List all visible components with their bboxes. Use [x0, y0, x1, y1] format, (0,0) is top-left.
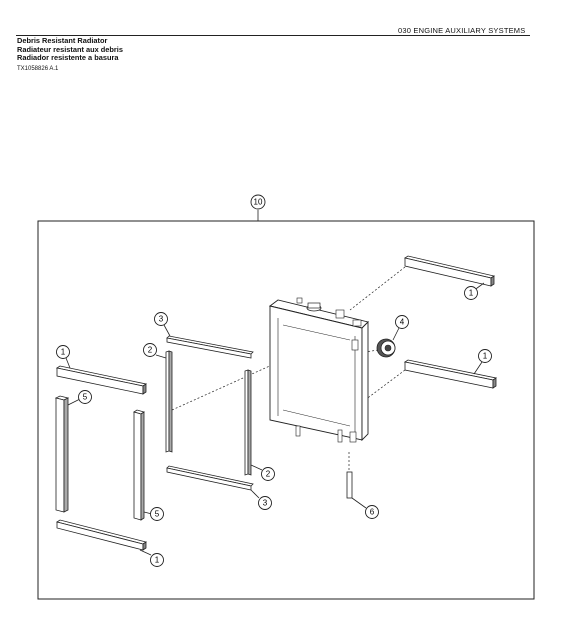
callout-seal-top-right: 1 [464, 286, 478, 300]
callout-seal-left-bottom-label: 1 [155, 556, 160, 565]
strip-top [166, 335, 254, 359]
callout-strip-top-label: 3 [159, 315, 164, 324]
callout-strip-bottom-label: 3 [263, 499, 268, 508]
strip-vertical-left-leader [155, 354, 167, 359]
seal-left-bottom-leader [139, 549, 152, 556]
mounting-stud [346, 471, 353, 499]
seal-vertical-mid [133, 409, 145, 521]
callout-strip-vertical-right: 2 [261, 467, 275, 481]
callout-strip-bottom: 3 [258, 496, 272, 510]
section-title: 030 ENGINE AUXILIARY SYSTEMS [398, 26, 526, 35]
seal-mid-right [403, 359, 498, 389]
callout-strip-vertical-left-label: 2 [148, 346, 153, 355]
callout-seal-top-right-label: 1 [469, 289, 474, 298]
stud-leader [351, 497, 367, 509]
callout-seal-vertical-mid-label: 5 [155, 510, 160, 519]
callout-stud: 6 [365, 505, 379, 519]
title-english: Debris Resistant Radiator [17, 36, 108, 45]
strip-bottom [166, 465, 254, 491]
radiator-cap [376, 338, 396, 358]
callout-seal-left-top: 1 [56, 345, 70, 359]
seal-left-bottom [56, 519, 147, 551]
title-french: Radiateur resistant aux debris [17, 44, 123, 54]
header-rule [16, 35, 530, 36]
seal-vertical-left [54, 395, 70, 513]
radiator-core [268, 297, 369, 443]
callout-seal-vertical-mid: 5 [150, 507, 164, 521]
callout-cap: 4 [395, 315, 409, 329]
cap-leader [392, 327, 400, 341]
callout-strip-vertical-left: 2 [143, 343, 157, 357]
seal-vertical-left-leader [67, 398, 81, 406]
callout-seal-left-bottom: 1 [150, 553, 164, 567]
seal-left-top [55, 365, 148, 395]
callout-strip-vertical-right-label: 2 [266, 470, 271, 479]
strip-vertical-right [244, 369, 252, 476]
seal-top-right [404, 255, 495, 287]
callout-seal-vertical-left-label: 5 [83, 393, 88, 402]
title-block: Debris Resistant Radiator Radiateur resi… [17, 36, 123, 63]
callout-assembly: 10 [250, 194, 266, 210]
diagram-frame [37, 220, 535, 600]
assembly-paths [171, 266, 406, 470]
seal-mid-right-leader [473, 361, 483, 375]
strip-bottom-leader [250, 489, 260, 499]
strip-vertical-left [165, 350, 173, 453]
callout-seal-left-top-label: 1 [61, 348, 66, 357]
callout-assembly-label: 10 [254, 198, 263, 207]
callout-seal-vertical-left: 5 [78, 390, 92, 404]
title-spanish: Radiador resistente a basura [17, 53, 119, 63]
callout-stud-label: 6 [370, 508, 375, 517]
callout-seal-mid-right: 1 [478, 349, 492, 363]
callout-cap-label: 4 [400, 318, 405, 327]
callout-strip-top: 3 [154, 312, 168, 326]
strip-vertical-right-leader [250, 464, 263, 471]
callout-seal-mid-right-label: 1 [483, 352, 488, 361]
seal-left-top-leader [65, 357, 71, 369]
strip-top-leader [163, 324, 171, 337]
figure-id: TX1058826 A.1 [17, 66, 59, 72]
